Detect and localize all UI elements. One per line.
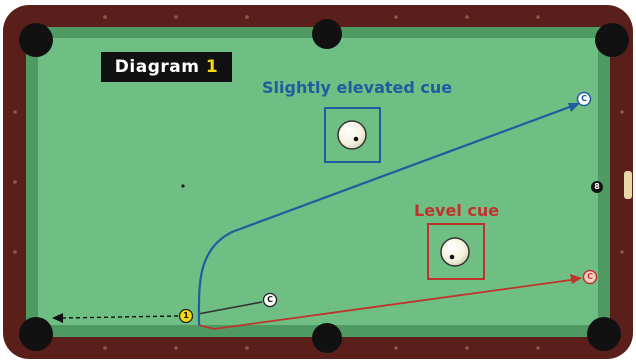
- eight-ball: [591, 181, 603, 193]
- pocket-bottom-left: [19, 317, 53, 351]
- cue-ball-short: [264, 294, 277, 307]
- pocket-top-right: [595, 23, 629, 57]
- pocket-top-left: [19, 23, 53, 57]
- cue-ball-level-end: [584, 271, 597, 284]
- cue-ball-elevated-end: [578, 93, 591, 106]
- diagram-title-word: Diagram: [115, 57, 200, 77]
- diagram-title-number: 1: [206, 57, 218, 77]
- head-spot: [181, 184, 184, 187]
- elevated-cue-label: Slightly elevated cue: [262, 78, 452, 97]
- level-cue-label: Level cue: [414, 201, 499, 220]
- level-tip-contact-dot: [450, 255, 455, 260]
- elevated-tip-contact-dot: [354, 137, 359, 142]
- level-cue-ball-face: [441, 238, 469, 266]
- one-ball: [180, 310, 193, 323]
- diagram-title: Diagram 1: [101, 52, 232, 82]
- rail-marker: [624, 171, 632, 199]
- pocket-bottom-right: [587, 317, 621, 351]
- elevated-cue-ball-face: [338, 121, 366, 149]
- pocket-top-middle: [312, 19, 342, 49]
- pocket-bottom-middle: [312, 323, 342, 353]
